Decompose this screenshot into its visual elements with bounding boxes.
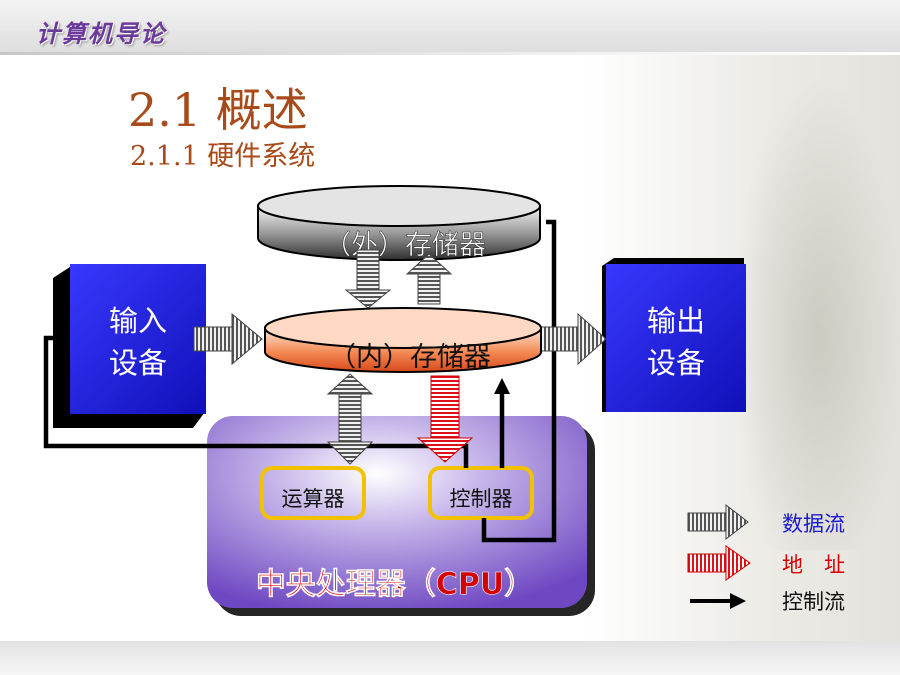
- controller-box: 控制器: [428, 466, 534, 520]
- output-device: 输出 设备: [602, 258, 746, 412]
- section-subtitle: 2.1.1 硬件系统: [130, 141, 316, 172]
- legend-address-label: 地 址: [782, 553, 845, 577]
- data-flow-input-int: [193, 312, 263, 366]
- external-memory: （外）存储器: [257, 185, 541, 261]
- data-flow-int-output: [537, 312, 607, 366]
- footer-band: [0, 641, 900, 675]
- alu-box: 运算器: [260, 466, 366, 520]
- output-device-line2: 设备: [647, 346, 705, 380]
- control-flow-lines: [43, 219, 557, 543]
- input-device: 输入 设备: [53, 264, 206, 428]
- calligraphy-stone-watermark: [735, 80, 900, 550]
- header-divider: [0, 52, 900, 55]
- section-title: 2.1 概述: [128, 83, 308, 137]
- data-flow-ext-int: [344, 249, 453, 309]
- data-flow-int-alu: [326, 373, 374, 465]
- legend-address: 地 址: [687, 545, 845, 581]
- legend-control-flow: 控制流: [690, 590, 845, 614]
- header-band: [0, 0, 900, 52]
- address-arrow-int-ctrl: [416, 375, 474, 463]
- legend-data-flow: 数据流: [687, 503, 845, 541]
- course-title: 计算机导论: [36, 20, 166, 48]
- output-device-line1: 输出: [647, 304, 705, 338]
- input-device-line1: 输入: [109, 304, 167, 338]
- legend-data-flow-label: 数据流: [782, 512, 845, 536]
- internal-memory: （内）存储器: [264, 307, 542, 373]
- legend-control-flow-label: 控制流: [782, 590, 845, 614]
- input-device-line2: 设备: [109, 346, 167, 380]
- cpu-label: 中央处理器（CPU）: [256, 567, 534, 602]
- internal-memory-label: （内）存储器: [329, 342, 491, 373]
- controller-label: 控制器: [450, 487, 513, 511]
- cpu-box: 中央处理器（CPU）: [207, 416, 595, 616]
- external-memory-label: （外）存储器: [324, 230, 486, 261]
- legend: 数据流 地 址 控制流: [687, 503, 845, 614]
- alu-label: 运算器: [282, 487, 345, 511]
